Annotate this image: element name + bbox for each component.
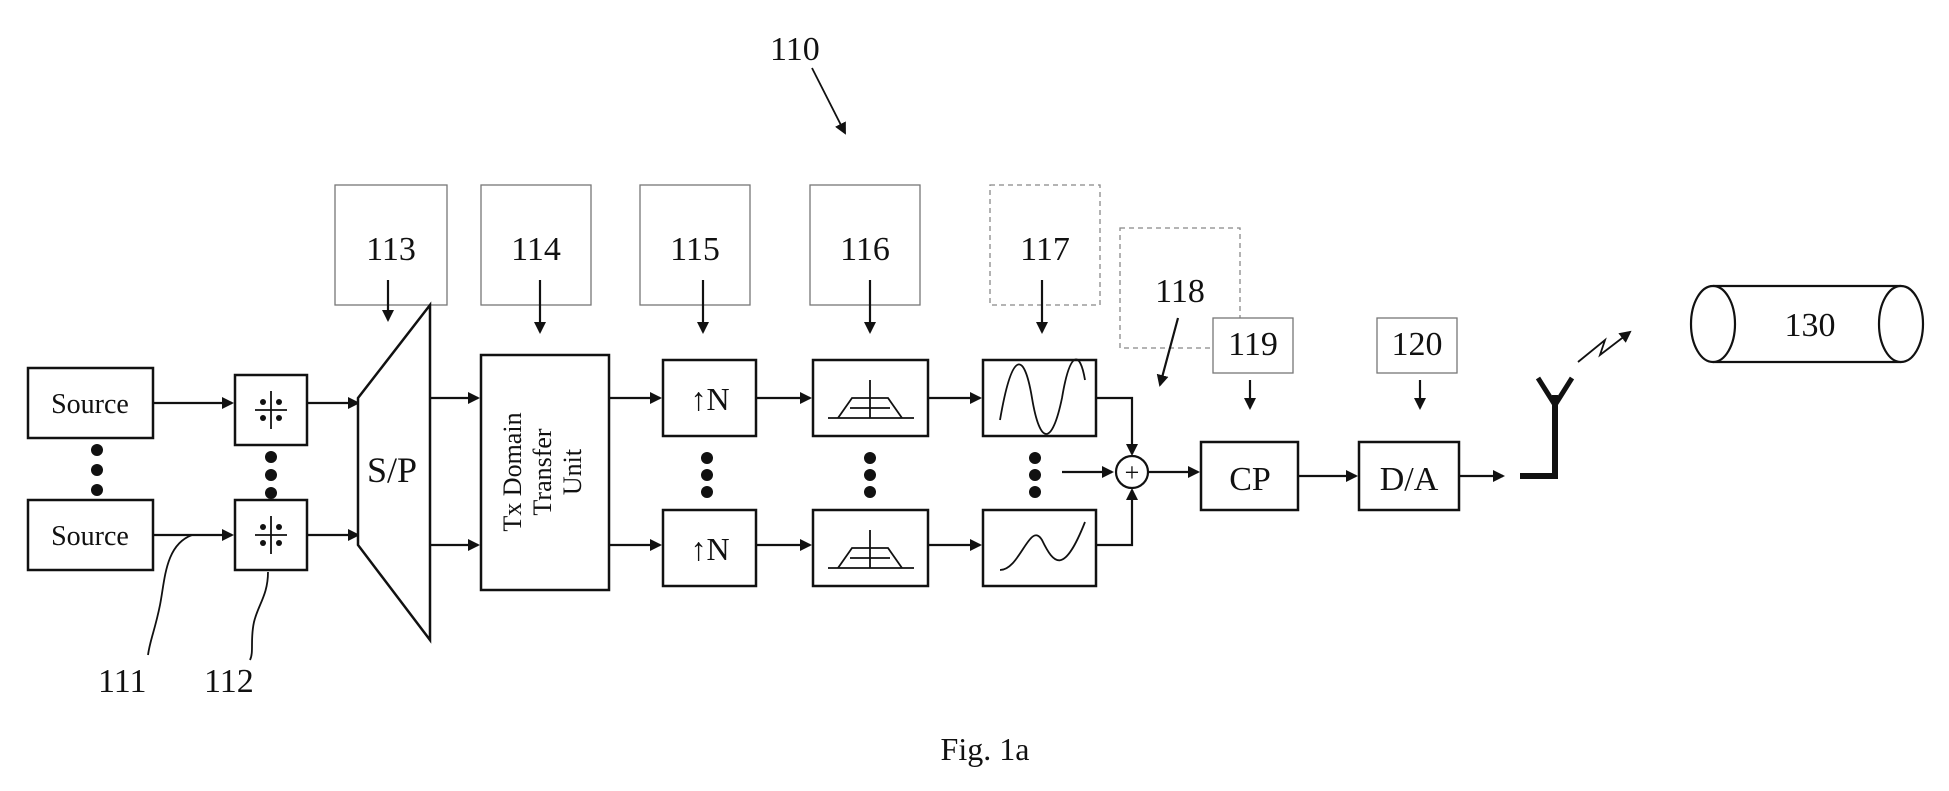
ref-label-120: 120 xyxy=(1392,326,1443,363)
ref-label-114: 114 xyxy=(511,231,561,268)
cyclic-prefix-label: CP xyxy=(1229,461,1271,498)
ref-label-110: 110 xyxy=(770,31,820,68)
vertical-dots-upsamplers xyxy=(701,452,713,498)
tx-unit-label-line3: Unit xyxy=(558,448,587,495)
vertical-dots-filters xyxy=(864,452,876,498)
serial-to-parallel-label: S/P xyxy=(367,450,417,490)
source-label-top: Source xyxy=(51,389,129,420)
ref-label-130: 130 xyxy=(1785,307,1836,344)
modulator-block-top xyxy=(983,360,1096,436)
ref-label-113: 113 xyxy=(366,231,416,268)
ref-label-116: 116 xyxy=(840,231,890,268)
leader-line-111 xyxy=(148,535,192,655)
antenna-icon xyxy=(1520,378,1572,476)
modulator-block-bottom xyxy=(983,510,1096,586)
wire-modulator-to-adder-top xyxy=(1096,398,1132,454)
transmission-signal-icon xyxy=(1578,332,1630,362)
wire-modulator-to-adder-bottom xyxy=(1096,490,1132,545)
source-label-bottom: Source xyxy=(51,521,129,552)
digital-to-analog-label: D/A xyxy=(1380,461,1439,498)
vertical-dots-sources xyxy=(91,444,103,496)
ref-label-115: 115 xyxy=(670,231,720,268)
ref-label-111: 111 xyxy=(98,663,146,700)
tx-unit-label-line1: Tx Domain xyxy=(498,412,527,531)
vertical-dots-mappers xyxy=(265,451,277,499)
vertical-dots-modulators xyxy=(1029,452,1041,498)
summing-junction-symbol: + xyxy=(1125,458,1140,487)
leader-line-112 xyxy=(250,572,268,660)
ref-label-119: 119 xyxy=(1228,326,1278,363)
ref-arrow-110 xyxy=(812,68,845,133)
tx-unit-label-line2: Transfer xyxy=(528,428,557,515)
upsampler-label-top: ↑N xyxy=(690,381,729,417)
figure-caption: Fig. 1a xyxy=(941,731,1030,767)
upsampler-label-bottom: ↑N xyxy=(690,531,729,567)
ref-label-118: 118 xyxy=(1155,273,1205,310)
ref-label-112: 112 xyxy=(204,663,254,700)
ref-label-117: 117 xyxy=(1020,231,1070,268)
